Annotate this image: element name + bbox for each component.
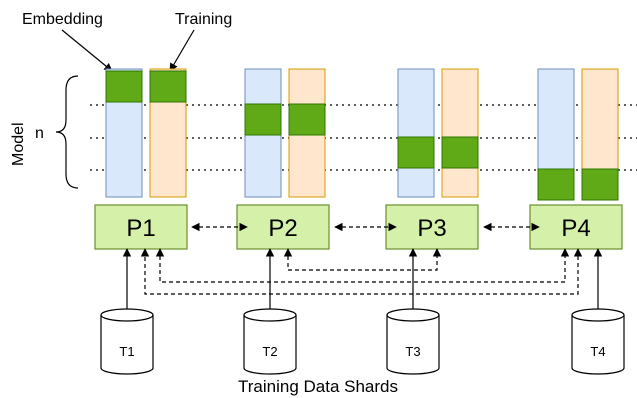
processor-2-box (236, 204, 330, 250)
n-label: n (35, 125, 44, 142)
embedding-label: Embedding (22, 11, 103, 28)
active-embedding-block (244, 103, 282, 136)
model-axis-label: Model (10, 122, 27, 166)
data-shard-cylinder: T3 (386, 308, 440, 375)
shard-label: T3 (405, 344, 420, 359)
active-training-block (149, 70, 187, 103)
t2-to-p1-p4-dashed-arrow (155, 248, 570, 283)
processor-1-box (94, 204, 188, 250)
active-embedding-block (397, 136, 435, 169)
shard-label: T4 (590, 344, 605, 359)
active-training-block (441, 136, 479, 169)
processor-label: P4 (561, 215, 590, 242)
data-shard-cylinder: T1 (100, 308, 154, 375)
processor-label: P3 (417, 215, 446, 242)
active-training-block (288, 103, 326, 136)
active-embedding-block (105, 70, 143, 103)
t1-to-p4-dashed-arrow (140, 248, 583, 295)
shard-label: T2 (262, 344, 277, 359)
training-column (441, 68, 479, 198)
training-label: Training (175, 11, 232, 28)
data-shard-cylinder: T4 (571, 308, 625, 375)
t3-to-p2-dashed-arrow (283, 248, 442, 271)
shards-caption: Training Data Shards (238, 377, 398, 396)
processor-label: P2 (268, 215, 297, 242)
shard-label: T1 (119, 344, 134, 359)
embedding-column (397, 68, 435, 198)
model-brace (55, 75, 79, 189)
active-training-block (581, 168, 619, 201)
data-shard-cylinder: T2 (243, 308, 297, 375)
training-pointer-arrow (169, 29, 195, 72)
active-embedding-block (537, 168, 575, 201)
processor-label: P1 (126, 215, 155, 242)
embedding-pointer-arrow (61, 29, 113, 72)
processor-4-box (529, 204, 623, 250)
